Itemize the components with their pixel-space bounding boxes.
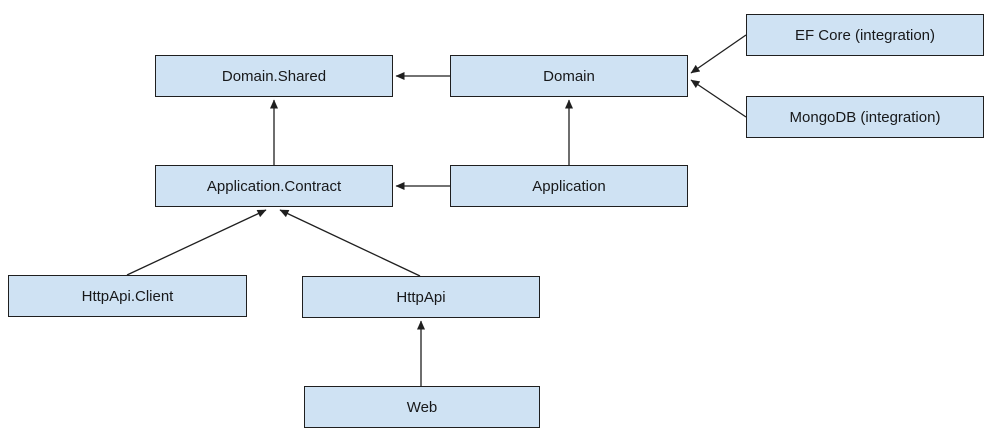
edge-mongodb-to-domain-arrow <box>690 79 747 118</box>
node-httpapi-client: HttpApi.Client <box>8 275 247 317</box>
node-application-label: Application <box>532 177 606 195</box>
edge-httpapi-to-application-contract-arrow <box>279 209 421 277</box>
node-httpapi-client-label: HttpApi.Client <box>81 287 174 305</box>
node-application: Application <box>450 165 688 207</box>
node-mongodb-integration-label: MongoDB (integration) <box>789 108 941 126</box>
node-domain-shared-label: Domain.Shared <box>221 67 327 85</box>
edge-httpapi-client-to-application-contract-arrow <box>126 209 267 276</box>
node-ef-core-integration: EF Core (integration) <box>746 14 984 56</box>
node-domain-label: Domain <box>543 67 595 85</box>
node-httpapi: HttpApi <box>302 276 540 318</box>
node-web: Web <box>304 386 540 428</box>
node-domain-shared: Domain.Shared <box>155 55 393 97</box>
node-web-label: Web <box>406 398 438 416</box>
node-domain: Domain <box>450 55 688 97</box>
node-ef-core-integration-label: EF Core (integration) <box>794 26 936 44</box>
node-application-contract-label: Application.Contract <box>206 177 342 195</box>
node-httpapi-label: HttpApi <box>396 288 446 306</box>
node-mongodb-integration: MongoDB (integration) <box>746 96 984 138</box>
edge-ef-core-to-domain-arrow <box>690 34 747 74</box>
node-application-contract: Application.Contract <box>155 165 393 207</box>
